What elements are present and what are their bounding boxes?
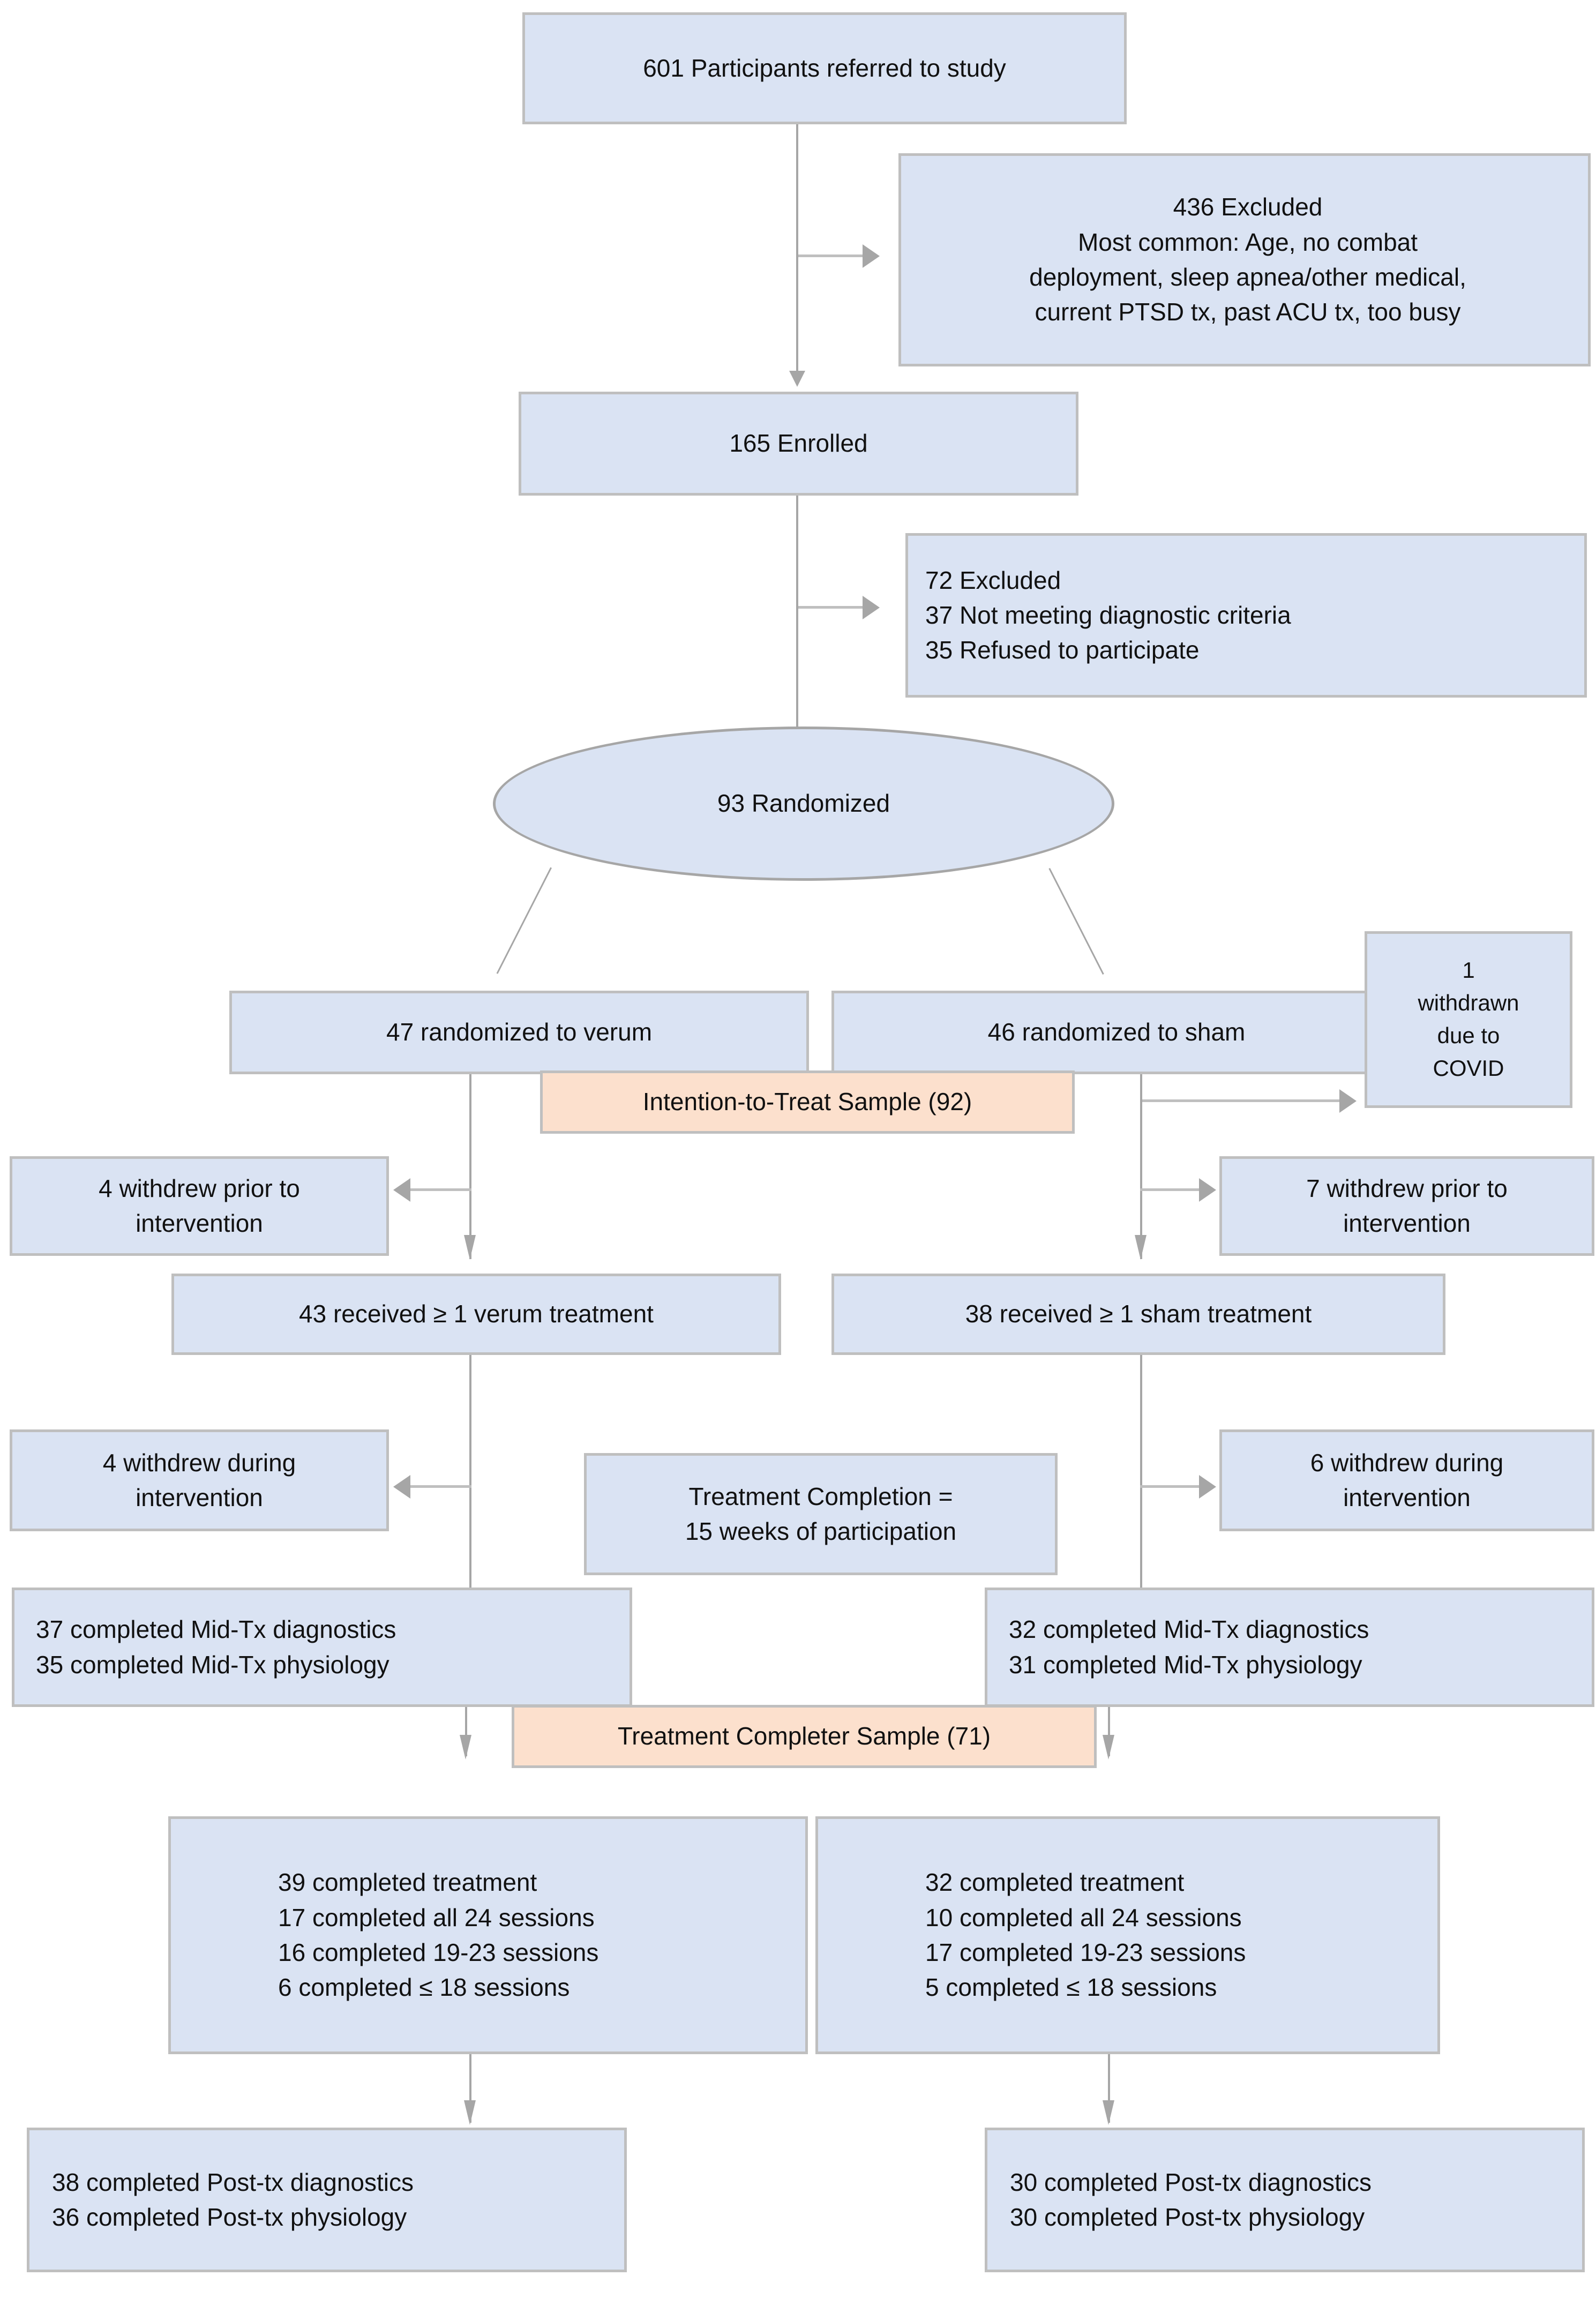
node-treatment-completion-definition-label: Treatment Completion = 15 weeks of parti… (685, 1482, 957, 1545)
node-excluded-screening-label: 436 Excluded Most common: Age, no combat… (1029, 193, 1466, 326)
node-enrolled: 165 Enrolled (519, 392, 1078, 496)
arrowhead-verum-completed-down (464, 2100, 476, 2125)
node-sham-withdrew-prior: 7 withdrew prior to intervention (1219, 1156, 1594, 1256)
arrowhead-sham-to-received (1135, 1235, 1147, 1260)
node-participants-referred-label: 601 Participants referred to study (643, 54, 1006, 82)
node-sham-completed-treatment: 32 completed treatment 10 completed all … (815, 1816, 1440, 2054)
node-sham-midtx: 32 completed Mid-Tx diagnostics 31 compl… (985, 1588, 1594, 1707)
node-verum-midtx-label: 37 completed Mid-Tx diagnostics 35 compl… (36, 1615, 396, 1679)
node-verum-randomized: 47 randomized to verum (229, 991, 809, 1074)
connector-sham-completed-down (1108, 2054, 1110, 2123)
node-sham-withdrew-during-label: 6 withdrew during intervention (1310, 1448, 1504, 1511)
node-sham-midtx-label: 32 completed Mid-Tx diagnostics 31 compl… (1009, 1615, 1369, 1679)
connector-sham-to-withdrew-prior (1140, 1188, 1199, 1191)
connector-sham-to-withdrew-during (1140, 1485, 1199, 1488)
connector-randomized-to-sham (1048, 868, 1104, 975)
node-verum-received-label: 43 received ≥ 1 verum treatment (299, 1300, 654, 1328)
node-enrolled-label: 165 Enrolled (729, 429, 868, 458)
node-sham-posttx-label: 30 completed Post-tx diagnostics 30 comp… (1010, 2168, 1372, 2231)
arrowhead-sham-midtx-down (1103, 1735, 1114, 1760)
connector-enrolled-to-excluded (798, 606, 863, 609)
connector-sham-to-covid (1140, 1099, 1339, 1102)
node-verum-completed-treatment: 39 completed treatment 17 completed all … (168, 1816, 808, 2054)
node-covid-withdrawn: 1 withdrawn due to COVID (1365, 931, 1572, 1108)
node-verum-withdrew-prior: 4 withdrew prior to intervention (10, 1156, 389, 1256)
node-verum-withdrew-during: 4 withdrew during intervention (10, 1429, 389, 1531)
node-completer-sample: Treatment Completer Sample (71) (512, 1705, 1097, 1768)
connector-enrolled-to-randomized (796, 496, 798, 727)
node-verum-withdrew-prior-label: 4 withdrew prior to intervention (99, 1174, 300, 1237)
node-participants-referred: 601 Participants referred to study (522, 12, 1127, 124)
node-itt-sample: Intention-to-Treat Sample (92) (540, 1070, 1075, 1134)
connector-sham-to-received (1140, 1099, 1142, 1259)
node-itt-sample-label: Intention-to-Treat Sample (92) (642, 1088, 972, 1116)
arrowhead-verum-to-received (464, 1235, 476, 1260)
connector-sham-received-down (1140, 1355, 1142, 1644)
node-sham-randomized-label: 46 randomized to sham (987, 1018, 1246, 1046)
connector-referred-to-enrolled (796, 124, 798, 376)
arrowhead-sham-completed-down (1103, 2100, 1114, 2125)
connector-sham-down-covid (1140, 1074, 1142, 1101)
node-excluded-screening: 436 Excluded Most common: Age, no combat… (898, 153, 1591, 366)
node-verum-withdrew-during-label: 4 withdrew during intervention (102, 1448, 296, 1511)
arrowhead-referred-to-excluded (863, 244, 880, 268)
arrowhead-verum-to-withdrew-during (393, 1475, 410, 1499)
arrowhead-verum-to-withdrew-prior (393, 1178, 410, 1202)
node-verum-posttx-label: 38 completed Post-tx diagnostics 36 comp… (52, 2168, 414, 2231)
connector-sham-midtx-down (1108, 1707, 1110, 1756)
node-randomized-label: 93 Randomized (717, 789, 890, 818)
node-verum-randomized-label: 47 randomized to verum (386, 1018, 653, 1046)
connector-verum-midtx-down (465, 1707, 467, 1756)
arrowhead-sham-to-withdrew-prior (1199, 1178, 1216, 1202)
connector-verum-to-received (469, 1074, 471, 1259)
connector-verum-received-down (469, 1355, 471, 1644)
node-verum-completed-treatment-label: 39 completed treatment 17 completed all … (278, 1868, 599, 2002)
arrowhead-enrolled-to-excluded (863, 596, 880, 619)
connector-verum-to-withdrew-during (410, 1485, 471, 1488)
arrowhead-sham-to-withdrew-during (1199, 1475, 1216, 1499)
arrowhead-referred-to-enrolled (789, 371, 805, 387)
node-sham-posttx: 30 completed Post-tx diagnostics 30 comp… (985, 2128, 1585, 2272)
connector-verum-completed-down (469, 2054, 471, 2123)
node-randomized: 93 Randomized (493, 727, 1114, 881)
node-verum-received: 43 received ≥ 1 verum treatment (171, 1274, 781, 1355)
node-sham-completed-treatment-label: 32 completed treatment 10 completed all … (925, 1868, 1246, 2002)
node-covid-withdrawn-label: 1 withdrawn due to COVID (1418, 957, 1519, 1081)
connector-randomized-to-verum (496, 867, 552, 974)
arrowhead-verum-midtx-down (460, 1735, 471, 1760)
node-treatment-completion-definition: Treatment Completion = 15 weeks of parti… (584, 1453, 1058, 1575)
node-verum-posttx: 38 completed Post-tx diagnostics 36 comp… (27, 2128, 627, 2272)
node-sham-received-label: 38 received ≥ 1 sham treatment (965, 1300, 1312, 1328)
node-sham-withdrew-during: 6 withdrew during intervention (1219, 1429, 1594, 1531)
node-sham-received: 38 received ≥ 1 sham treatment (831, 1274, 1445, 1355)
node-sham-randomized: 46 randomized to sham (831, 991, 1402, 1074)
connector-verum-to-withdrew-prior (410, 1188, 471, 1191)
node-sham-withdrew-prior-label: 7 withdrew prior to intervention (1306, 1174, 1508, 1237)
node-excluded-enrolled-label: 72 Excluded 37 Not meeting diagnostic cr… (925, 566, 1291, 664)
node-completer-sample-label: Treatment Completer Sample (71) (617, 1722, 991, 1750)
node-verum-midtx: 37 completed Mid-Tx diagnostics 35 compl… (12, 1588, 632, 1707)
arrowhead-sham-to-covid (1339, 1089, 1357, 1113)
connector-referred-to-excluded (798, 254, 863, 257)
node-excluded-enrolled: 72 Excluded 37 Not meeting diagnostic cr… (905, 533, 1587, 698)
